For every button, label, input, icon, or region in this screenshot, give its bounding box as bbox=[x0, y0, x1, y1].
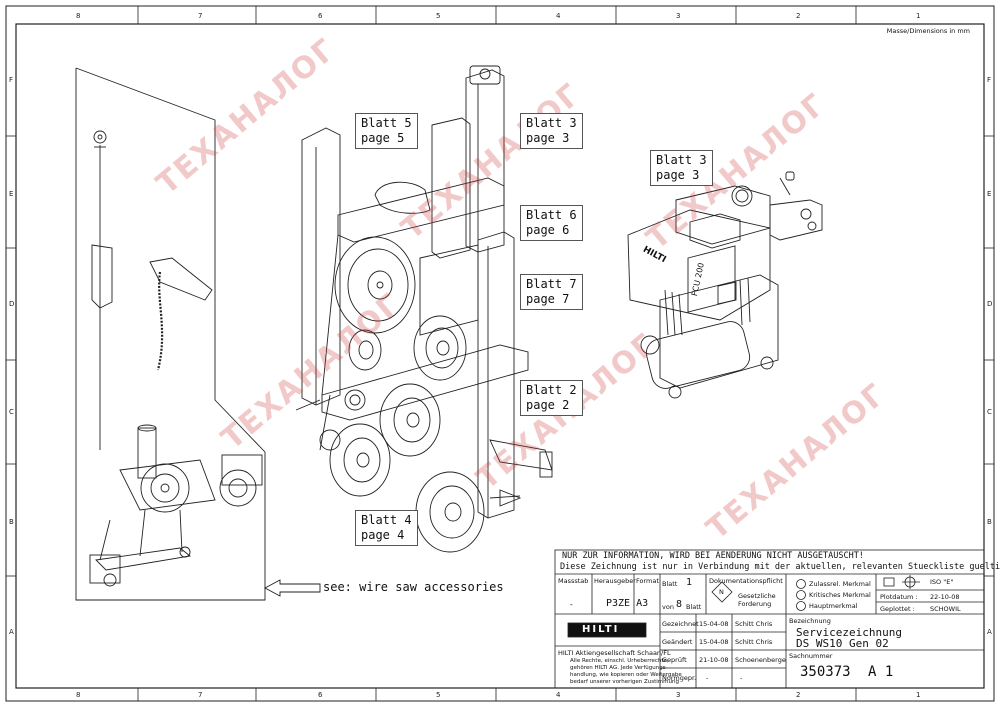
ruler-col-label: 7 bbox=[198, 12, 203, 20]
bezeichnung-label: Bezeichnung bbox=[789, 617, 831, 625]
version-value: A 1 bbox=[868, 664, 894, 680]
ruler-col-label: 4 bbox=[556, 691, 561, 699]
ruler-col-label: 3 bbox=[676, 691, 681, 699]
geprueft-date: 21-10-08 bbox=[699, 656, 729, 664]
ruler-col-label: 8 bbox=[76, 691, 81, 699]
geprueft-name: Schoenenberge bbox=[735, 656, 786, 664]
ruler-col-label: 7 bbox=[198, 691, 203, 699]
notice-line1: NUR ZUR INFORMATION, WIRD BEI AENDERUNG … bbox=[562, 551, 864, 561]
ruler-col-label: 2 bbox=[796, 12, 801, 20]
ruler-row-label: F bbox=[987, 76, 992, 84]
plotdatum-value: 22-10-08 bbox=[930, 593, 960, 601]
ruler-col-label: 1 bbox=[916, 12, 921, 20]
ruler-col-label: 4 bbox=[556, 12, 561, 20]
dok-label: Dokumentationspflicht bbox=[709, 577, 783, 585]
rights-line2: gehören HILTI AG. Jede Verfügungs- bbox=[570, 665, 668, 671]
ruler-row-label: D bbox=[987, 300, 993, 308]
bezeichnung-line2: DS WS10 Gen 02 bbox=[796, 637, 889, 650]
sachnummer-label: Sachnummer bbox=[789, 652, 833, 660]
ruler-row-label: E bbox=[9, 190, 14, 198]
plotdatum-label: Plotdatum : bbox=[880, 593, 918, 601]
format-value: P3ZE A3 bbox=[606, 598, 649, 609]
gezeichnet-name: Schitt Chris bbox=[735, 620, 773, 628]
ruler-col-label: 2 bbox=[796, 691, 801, 699]
company-name: HILTI Aktiengesellschaft Schaan/FL bbox=[558, 649, 671, 657]
blatt-value: 1 bbox=[686, 577, 693, 588]
callout-blatt3[interactable]: Blatt 3 page 3 bbox=[520, 113, 583, 149]
hilti-logo: HILTI bbox=[582, 624, 620, 635]
ruler-row-label: C bbox=[987, 408, 992, 416]
normgepr-date: - bbox=[706, 674, 709, 682]
sachnummer-value: 350373 bbox=[800, 664, 851, 680]
normgepr-name: - bbox=[740, 674, 743, 682]
gezeichnet-date: 15-04-08 bbox=[699, 620, 729, 628]
callout-blatt6[interactable]: Blatt 6 page 6 bbox=[520, 205, 583, 241]
ruler-col-label: 5 bbox=[436, 691, 441, 699]
ruler-col-label: 3 bbox=[676, 12, 681, 20]
ruler-col-label: 1 bbox=[916, 691, 921, 699]
von-value: 8 bbox=[676, 599, 683, 610]
dok-value: Gesetzliche Forderung bbox=[738, 592, 776, 608]
ruler-col-label: 5 bbox=[436, 12, 441, 20]
callout-blatt3-unit[interactable]: Blatt 3 page 3 bbox=[650, 150, 713, 186]
rights-line3: handlung, wie kopieren oder Weitergabe bbox=[570, 672, 682, 678]
bezeichnung-line1: Servicezeichnung bbox=[796, 626, 902, 639]
massstab-label: Massstab bbox=[558, 577, 589, 585]
accessories-arrow bbox=[264, 579, 321, 597]
dok-symbol: N bbox=[719, 588, 724, 596]
wire-saw-machine bbox=[295, 65, 553, 553]
geaendert-name: Schitt Chris bbox=[735, 638, 773, 646]
power-unit bbox=[627, 171, 823, 399]
callout-see-accessories[interactable]: see: wire saw accessories bbox=[323, 580, 504, 594]
format-label: Format bbox=[636, 577, 659, 585]
ruler-row-label: F bbox=[9, 76, 14, 84]
callout-blatt4[interactable]: Blatt 4 page 4 bbox=[355, 510, 418, 546]
ruler-row-label: B bbox=[987, 518, 992, 526]
ruler-row-label: A bbox=[9, 628, 14, 636]
callout-blatt5[interactable]: Blatt 5 page 5 bbox=[355, 113, 418, 149]
ruler-row-label: A bbox=[987, 628, 992, 636]
massstab-value: - bbox=[570, 600, 573, 609]
geplottet-value: SCHOWIL bbox=[930, 605, 961, 613]
rights-line1: Alle Rechte, einschl. Urheberrechte, bbox=[570, 658, 669, 664]
ruler-row-label: B bbox=[9, 518, 14, 526]
title-block-frame bbox=[554, 549, 985, 689]
ruler-row-label: C bbox=[9, 408, 14, 416]
notice-line2: Diese Zeichnung ist nur in Verbindung mi… bbox=[560, 562, 1000, 572]
gezeichnet-label: Gezeichnet bbox=[662, 620, 699, 628]
herausgeber-label: Herausgeber bbox=[594, 577, 636, 585]
geaendert-date: 15-04-08 bbox=[699, 638, 729, 646]
units-note: Masse/Dimensions in mm bbox=[886, 27, 970, 35]
geaendert-label: Geändert bbox=[662, 638, 693, 646]
ruler-col-label: 6 bbox=[318, 12, 323, 20]
callout-blatt7[interactable]: Blatt 7 page 7 bbox=[520, 274, 583, 310]
ruler-col-label: 6 bbox=[318, 691, 323, 699]
blatt-suffix: Blatt bbox=[686, 603, 702, 611]
merkmal-2: Kritisches Merkmal bbox=[809, 591, 871, 599]
merkmal-3: Hauptmerkmal bbox=[809, 602, 858, 610]
geplottet-label: Geplottet : bbox=[880, 605, 915, 613]
normgepr-label: Normgepr. bbox=[662, 674, 697, 682]
blatt-label: Blatt bbox=[662, 580, 678, 588]
ruler-row-label: D bbox=[9, 300, 15, 308]
rights-line4: bedarf unserer vorherigen Zustimmung bbox=[570, 679, 679, 685]
von-label: von bbox=[662, 603, 674, 611]
merkmal-1: Zulassrel. Merkmal bbox=[809, 580, 871, 588]
accessories-panel bbox=[75, 67, 266, 601]
callout-blatt2[interactable]: Blatt 2 page 2 bbox=[520, 380, 583, 416]
column-ticks bbox=[6, 6, 994, 701]
geprueft-label: Geprüft bbox=[662, 656, 687, 664]
ruler-row-label: E bbox=[987, 190, 992, 198]
ruler-col-label: 8 bbox=[76, 12, 81, 20]
iso-label: ISO "E" bbox=[930, 578, 954, 586]
